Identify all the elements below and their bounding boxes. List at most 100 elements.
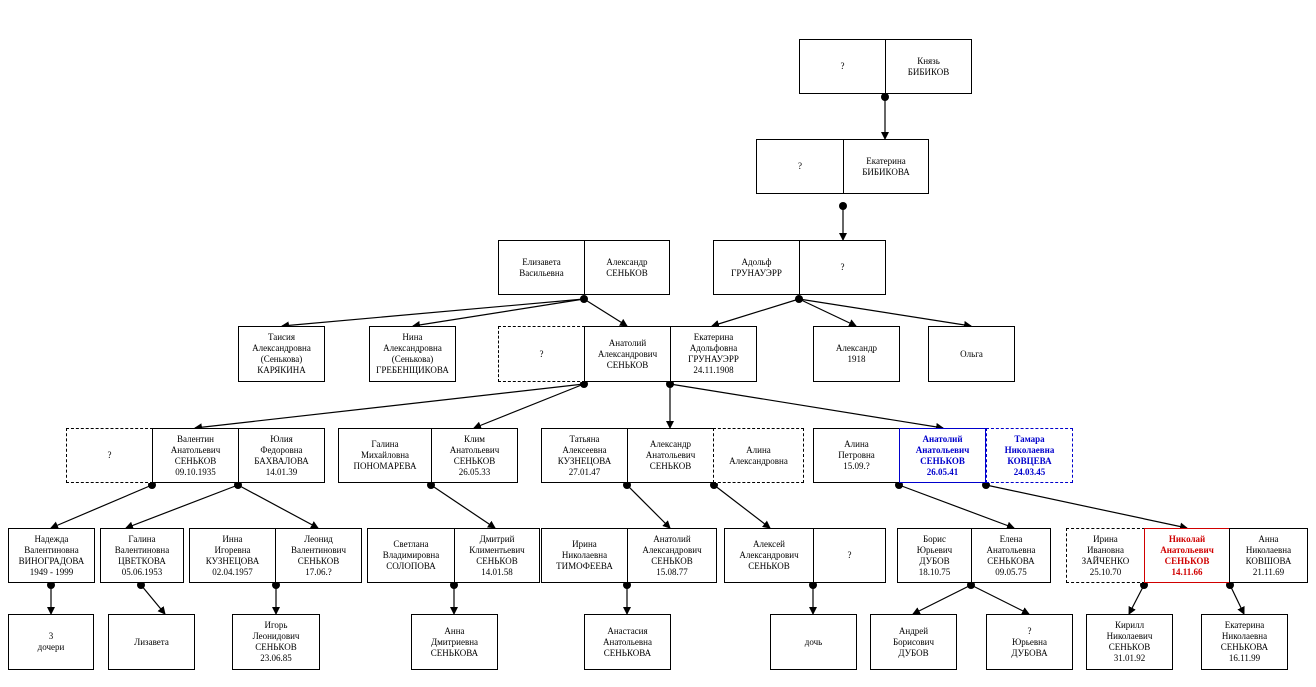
junction-dot [623,481,631,489]
person-box-highlight: Николай Анатольевич СЕНЬКОВ 14.11.66 [1144,528,1230,583]
person-box: Елена Анатольевна СЕНЬКОВА 09.05.75 [971,528,1051,583]
person-box: Александр Анатольевич СЕНЬКОВ [627,428,714,483]
edge [1128,584,1145,615]
person-box: Екатерина БИБИКОВА [843,139,929,194]
edge [798,298,972,329]
person-box: Игорь Леонидович СЕНЬКОВ 23.06.85 [232,614,320,670]
person-box: Князь БИБИКОВ [885,39,972,94]
edge [473,383,585,430]
person-box: Леонид Валентинович СЕНЬКОВ 17.06.? [275,528,362,583]
person-name: Николай Анатольевич СЕНЬКОВ 14.11.66 [1160,533,1214,577]
junction-dot [580,295,588,303]
edge [1229,584,1245,615]
person-box: Надежда Валентиновна ВИНОГРАДОВА 1949 - … [8,528,95,583]
edge [970,584,1030,615]
person-box: ? [498,326,585,382]
person-box: ? [756,139,844,194]
junction-dot [234,481,242,489]
person-name: Тамара Николаевна КОВЦЕВА 24.03.45 [1004,433,1055,477]
junction-dot [666,380,674,388]
junction-dot [710,481,718,489]
edge [985,484,1188,531]
person-box: Галина Валентиновна ЦВЕТКОВА 05.06.1953 [100,528,184,583]
junction-dot [1140,581,1148,589]
person-box: Лизавета [108,614,195,670]
person-box: Татьяна Алексеевна КУЗНЕЦОВА 27.01.47 [541,428,628,483]
person-box: Юлия Федоровна БАХВАЛОВА 14.01.39 [238,428,325,483]
person-box: Елизавета Васильевна [498,240,585,295]
person-box: дочь [770,614,857,670]
person-box: Анна Дмитриевна СЕНЬКОВА [411,614,498,670]
junction-dot [148,481,156,489]
edge [125,484,239,530]
junction-dot [839,202,847,210]
person-box: Екатерина Николаевна СЕНЬКОВА 16.11.99 [1201,614,1288,670]
junction-dot [580,380,588,388]
person-box: Алина Александровна [713,428,804,483]
junction-dot [623,581,631,589]
junction-dot [47,581,55,589]
junction-dot [881,93,889,101]
junction-dot [450,581,458,589]
person-name: Анатолий Анатольевич СЕНЬКОВ 26.05.41 [915,433,970,477]
person-box: Борис Юрьевич ДУБОВ 18.10.75 [897,528,972,583]
junction-dot [272,581,280,589]
junction-dot [795,295,803,303]
person-box: Андрей Борисович ДУБОВ [870,614,957,670]
edge [412,298,585,329]
person-box: Кирилл Николаевич СЕНЬКОВ 31.01.92 [1086,614,1173,670]
edge [237,484,319,529]
edge [898,484,1015,530]
person-box: Валентин Анатольевич СЕНЬКОВ 09.10.1935 [152,428,239,483]
person-box: ? [799,240,886,295]
junction-dot [982,481,990,489]
person-box: ? Юрьевна ДУБОВА [986,614,1073,670]
junction-dot [1226,581,1234,589]
person-box-highlight: Тамара Николаевна КОВЦЕВА 24.03.45 [986,428,1073,483]
junction-dot [809,581,817,589]
person-box: Анатолий Александрович СЕНЬКОВ [584,326,671,382]
person-box: Ирина Ивановна ЗАЙЧЕНКО 25.10.70 [1066,528,1145,583]
junction-dot [137,581,145,589]
person-box: Екатерина Адольфовна ГРУНАУЭРР 24.11.190… [670,326,757,382]
edge [912,584,972,615]
person-box: Дмитрий Климентьевич СЕНЬКОВ 14.01.58 [454,528,540,583]
person-box: Алина Петровна 15.09.? [813,428,900,483]
person-box: 3 дочери [8,614,94,670]
edge [194,383,585,432]
person-box: Нина Александровна (Сенькова) ГРЕБЕНЩИКО… [369,326,456,382]
junction-dot [967,581,975,589]
edge [583,298,628,327]
edge [140,584,166,615]
person-box-highlight: Анатолий Анатольевич СЕНЬКОВ 26.05.41 [899,428,986,483]
person-box: Клим Анатольевич СЕНЬКОВ 26.05.33 [431,428,518,483]
person-box: Анастасия Анатольевна СЕНЬКОВА [584,614,671,670]
person-box: ? [66,428,153,483]
junction-dot [895,481,903,489]
person-box: ? [799,39,886,94]
person-box: Инна Игоревна КУЗНЕЦОВА 02.04.1957 [189,528,276,583]
edge [713,484,771,529]
person-box: Ирина Николаевна ТИМОФЕЕВА [541,528,628,583]
person-box: Александр 1918 [813,326,900,382]
person-box: Алексей Александрович СЕНЬКОВ [724,528,814,583]
person-box: Адольф ГРУНАУЭРР [713,240,800,295]
junction-dot [427,481,435,489]
person-box: Анатолий Александрович СЕНЬКОВ 15.08.77 [627,528,717,583]
edge [430,484,496,529]
person-box: Галина Михайловна ПОНОМАРЕВА [338,428,432,483]
person-box: Александр СЕНЬКОВ [584,240,670,295]
person-box: ? [813,528,886,583]
person-box: Ольга [928,326,1015,382]
edge [711,298,800,328]
person-box: Светлана Владимировна СОЛОПОВА [367,528,455,583]
person-box: Анна Николаевна КОВШОВА 21.11.69 [1229,528,1308,583]
person-box: Таисия Александровна (Сенькова) КАРЯКИНА [238,326,325,382]
edge [669,383,944,431]
edge [798,298,857,327]
edge [626,484,671,529]
edge [50,484,153,529]
edge [281,298,585,330]
